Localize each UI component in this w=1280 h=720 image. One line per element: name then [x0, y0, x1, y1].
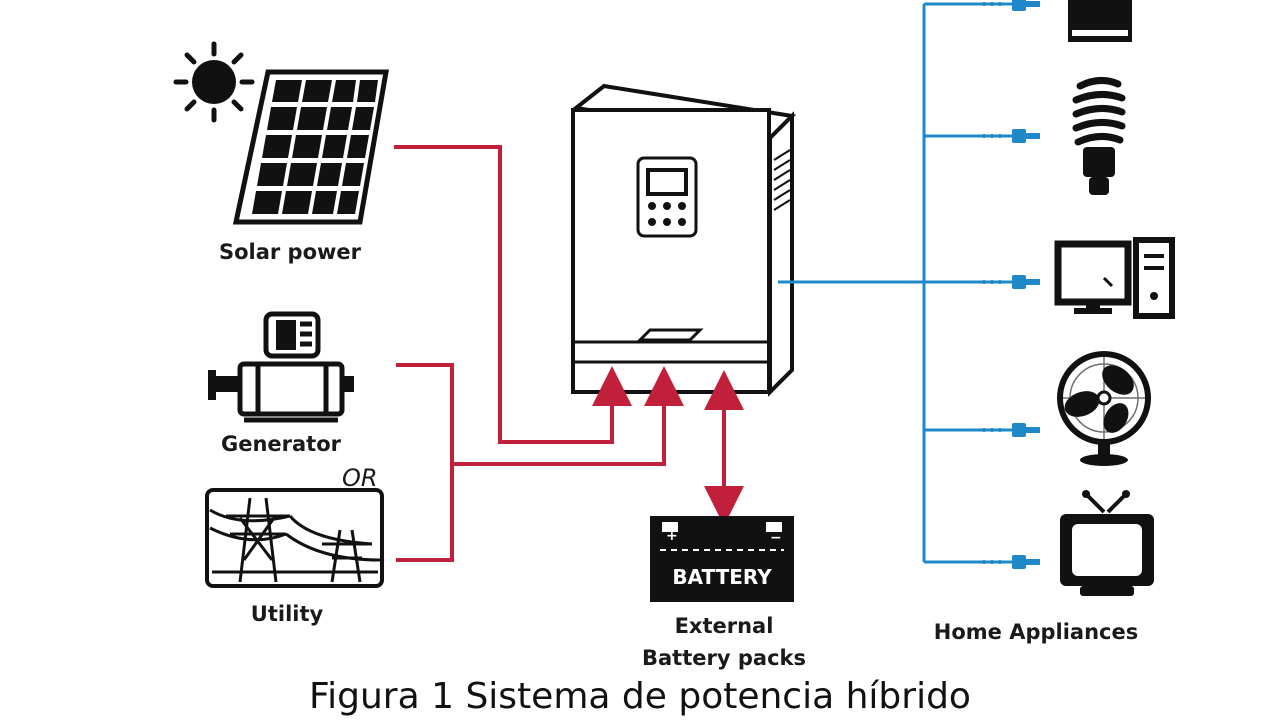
battery-label-line2: Battery packs	[642, 646, 806, 670]
generator-label: Generator	[220, 432, 342, 456]
tv-icon	[1060, 490, 1154, 596]
power-tower-icon	[205, 488, 384, 588]
battery-label: BATTERY	[672, 565, 772, 589]
input-connections	[394, 145, 744, 562]
svg-text:+: +	[666, 528, 678, 544]
output-connections	[778, 2, 1012, 564]
generator-icon	[208, 311, 354, 423]
battery-label-line1: External	[674, 614, 774, 638]
fan-icon	[1057, 351, 1151, 466]
plug-dots	[982, 2, 1002, 564]
plug-connectors	[1012, 0, 1040, 569]
sun-icon	[173, 41, 255, 123]
solar-panel-icon	[232, 69, 389, 225]
appliance-icon	[1068, 0, 1132, 42]
battery-icon: + − BATTERY	[650, 516, 794, 602]
home-appliances-label: Home Appliances	[933, 620, 1139, 644]
inverter-icon	[571, 83, 797, 397]
utility-label: Utility	[250, 602, 324, 626]
computer-icon	[1054, 237, 1175, 319]
svg-text:−: −	[770, 530, 782, 546]
or-label: OR	[342, 464, 378, 492]
figure-caption: Figura 1 Sistema de potencia híbrido	[309, 676, 971, 717]
solar-power-label: Solar power	[218, 240, 362, 264]
light-bulb-icon	[1072, 77, 1126, 195]
